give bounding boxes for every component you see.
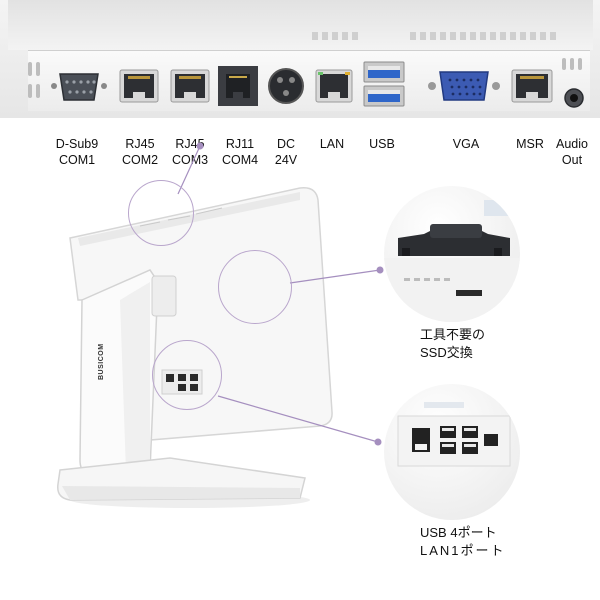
port-label-usb: USB [369, 137, 395, 151]
rj45-com2-port-icon [119, 69, 159, 103]
callout-ring-ssd [218, 250, 292, 324]
ssd-bay-drawing [384, 200, 520, 322]
rj11-com4-port-icon [218, 66, 258, 106]
port-strip [0, 0, 600, 118]
brand-logo: BUSICOM [98, 343, 105, 380]
leader-dot-ssd [376, 266, 384, 274]
port-shelf [8, 0, 593, 50]
usb-ports-icon [363, 61, 405, 107]
caption-ssd: 工具不要の SSD交換 [420, 327, 486, 360]
leader-dot-top [196, 142, 204, 150]
zoom-ssd [384, 186, 520, 322]
dc-24v-port-icon [268, 68, 304, 104]
usb-lan-block-drawing [397, 402, 511, 467]
leader-dot-usb [374, 438, 382, 446]
vent-slots-left [28, 62, 40, 98]
audio-out-port-icon [564, 88, 584, 108]
msr-port-icon [511, 69, 553, 103]
zoom-usb-lan [384, 384, 520, 520]
callout-ring-usb-lan [152, 340, 222, 410]
vga-port-icon [428, 71, 500, 101]
port-label-vga: VGA [452, 137, 480, 151]
vent-slots-top [312, 32, 556, 40]
port-label-lan: LAN [319, 137, 345, 151]
stand-hinge [151, 275, 177, 317]
rj45-com3-port-icon [170, 69, 210, 103]
caption-usb-lan: USB 4ポート LAN1ポート [420, 525, 506, 558]
callout-ring-com-ports [128, 180, 194, 246]
leader-lines [177, 145, 381, 443]
port-strip-drawing [28, 32, 584, 108]
port-label-msr: MSR [516, 137, 544, 151]
display-back-panel [69, 187, 333, 441]
vent-slots-right [562, 58, 582, 70]
lan-port-icon [315, 69, 353, 103]
dsub9-port-icon [51, 73, 107, 101]
